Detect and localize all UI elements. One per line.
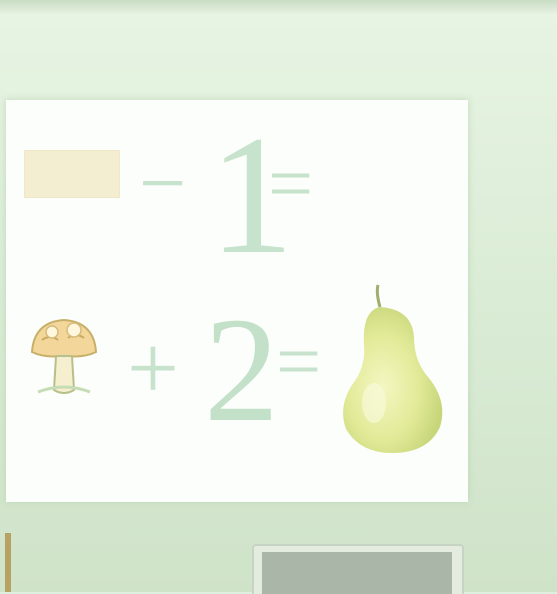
plus-sign: +	[127, 317, 179, 419]
projection-screen: − 1 = + 2 =	[6, 100, 468, 502]
laptop	[252, 544, 464, 594]
pear-icon	[343, 284, 443, 453]
equals-sign-row1: =	[268, 140, 314, 228]
yellow-tile-image	[24, 150, 120, 198]
equals-sign-row2: =	[276, 318, 322, 406]
wooden-post	[5, 533, 11, 592]
laptop-screen	[262, 552, 452, 594]
mushroom-icon	[30, 318, 98, 394]
minus-sign: −	[139, 137, 187, 230]
number-two: 2	[204, 287, 279, 453]
screen-top-rail	[0, 0, 557, 14]
number-one: 1	[209, 101, 294, 289]
